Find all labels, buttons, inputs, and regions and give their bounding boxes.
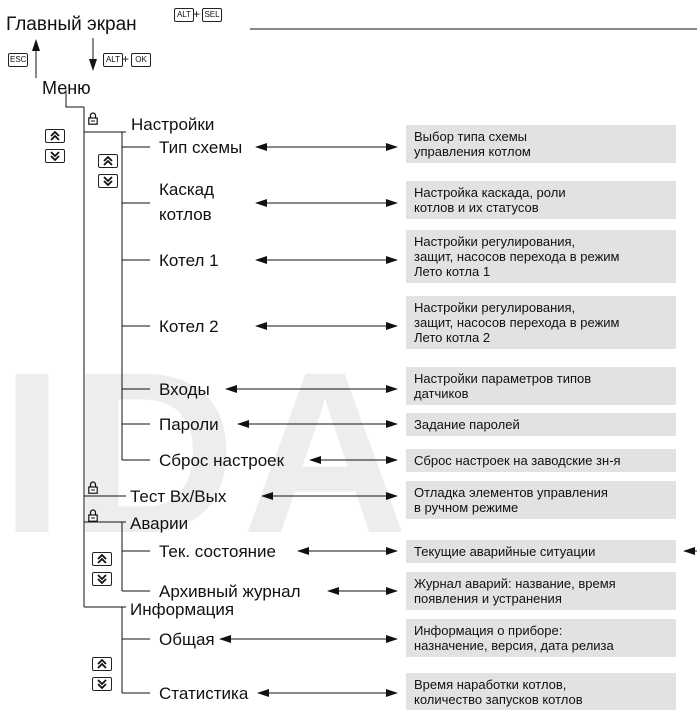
up-button	[92, 552, 112, 566]
desc-line: Информация о приборе:	[414, 623, 563, 638]
desc-line: Сброс настроек на заводские зн-я	[414, 453, 621, 468]
up-button	[45, 129, 65, 143]
item-archive-log: Архивный журнал	[159, 582, 301, 601]
desc-inputs: Настройки параметров типов датчиков	[406, 367, 676, 405]
desc-general: Информация о приборе: назначение, версия…	[406, 619, 676, 657]
desc-line: Журнал аварий: название, время	[414, 576, 616, 591]
main-screen-label: Главный экран	[6, 14, 137, 35]
desc-line: Задание паролей	[414, 417, 520, 432]
desc-line: Настройки регулирования,	[414, 300, 576, 315]
item-current-state: Тек. состояние	[159, 542, 277, 561]
desc-line: Отладка элементов управления	[414, 485, 608, 500]
desc-line: управления котлом	[414, 144, 531, 159]
item-boiler2: Котел 2	[159, 317, 219, 336]
item-passwords: Пароли	[159, 415, 219, 434]
double-chevron-down-icon	[97, 574, 107, 584]
desc-line: Настройка каскада, роли	[414, 185, 566, 200]
double-chevron-up-icon	[97, 554, 107, 564]
desc-line: Текущие аварийные ситуации	[414, 544, 596, 559]
plus-sign: +	[122, 52, 130, 66]
item-boiler1: Котел 1	[159, 251, 219, 270]
desc-scheme-type: Выбор типа схемы управления котлом	[406, 125, 676, 163]
lock-icon	[88, 509, 98, 522]
desc-test: Отладка элементов управления в ручном ре…	[406, 481, 676, 519]
desc-line: защит, насосов перехода в режим	[414, 315, 620, 330]
desc-line: Настройки параметров типов	[414, 371, 592, 386]
desc-line: появления и устранения	[414, 591, 562, 606]
desc-line: Лето котла 1	[414, 264, 491, 279]
section-info: Информация	[130, 600, 235, 619]
double-chevron-down-icon	[103, 176, 113, 186]
key-ok: OK	[131, 53, 151, 67]
desc-boiler2: Настройки регулирования, защит, насосов …	[406, 296, 676, 349]
item-general: Общая	[159, 630, 215, 649]
desc-boiler1: Настройки регулирования, защит, насосов …	[406, 230, 676, 283]
desc-line: датчиков	[414, 386, 469, 401]
down-button	[92, 677, 112, 691]
up-button	[92, 657, 112, 671]
desc-line: защит, насосов перехода в режим	[414, 249, 620, 264]
item-inputs: Входы	[159, 380, 210, 399]
desc-line: назначение, версия, дата релиза	[414, 638, 614, 653]
plus-sign: +	[193, 7, 201, 21]
desc-line: количество запусков котлов	[414, 692, 583, 707]
desc-reset: Сброс настроек на заводские зн-я	[406, 449, 676, 472]
down-button	[45, 149, 65, 163]
double-chevron-up-icon	[97, 659, 107, 669]
desc-line: в ручном режиме	[414, 500, 519, 515]
desc-cascade: Настройка каскада, роли котлов и их стат…	[406, 181, 676, 219]
item-cascade-line1: Каскад	[159, 180, 215, 199]
down-button	[98, 174, 118, 188]
desc-line: Время наработки котлов,	[414, 677, 567, 692]
desc-archive-log: Журнал аварий: название, время появления…	[406, 572, 676, 610]
desc-line: котлов и их статусов	[414, 200, 539, 215]
watermark: IDA	[0, 324, 415, 581]
desc-statistics: Время наработки котлов, количество запус…	[406, 673, 676, 710]
desc-line: Лето котла 2	[414, 330, 491, 345]
item-statistics: Статистика	[159, 684, 249, 703]
double-chevron-down-icon	[97, 679, 107, 689]
up-button	[98, 154, 118, 168]
menu-label: Меню	[42, 78, 91, 98]
item-cascade-line2: котлов	[159, 205, 212, 224]
desc-line: Выбор типа схемы	[414, 129, 527, 144]
desc-passwords: Задание паролей	[406, 413, 676, 436]
key-esc: ESC	[8, 53, 28, 67]
key-alt-main: ALT	[174, 8, 194, 22]
lock-icon	[88, 112, 98, 125]
item-scheme-type: Тип схемы	[159, 138, 243, 157]
section-alarms: Аварии	[130, 514, 189, 533]
item-reset: Сброс настроек	[159, 451, 285, 470]
key-alt-menu: ALT	[103, 53, 123, 67]
double-chevron-up-icon	[50, 131, 60, 141]
double-chevron-down-icon	[50, 151, 60, 161]
down-button	[92, 572, 112, 586]
section-test: Тест Вх/Вых	[130, 487, 227, 506]
desc-line: Настройки регулирования,	[414, 234, 576, 249]
section-settings: Настройки	[131, 115, 215, 134]
double-chevron-up-icon	[103, 156, 113, 166]
lock-icon	[88, 481, 98, 494]
key-sel: SEL	[202, 8, 222, 22]
desc-current-state: Текущие аварийные ситуации	[406, 540, 676, 563]
